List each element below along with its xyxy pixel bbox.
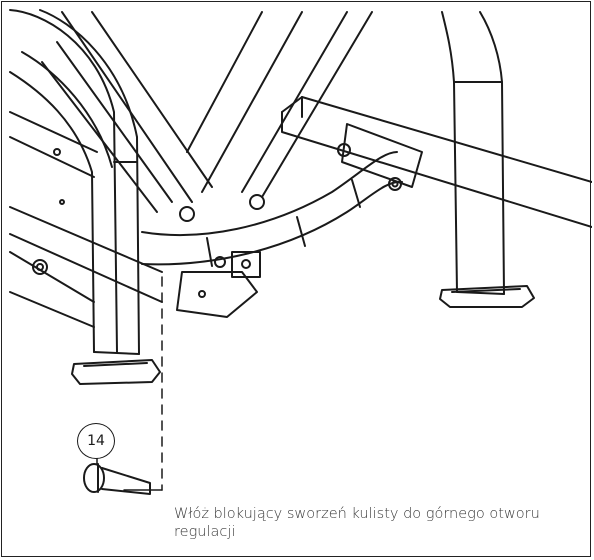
part-number-callout: 14 bbox=[77, 423, 115, 459]
insertion-guide-line bbox=[123, 276, 163, 491]
adjustment-bracket bbox=[176, 251, 261, 318]
instruction-line-2: regulacji bbox=[174, 524, 236, 540]
left-foot-plate bbox=[71, 359, 161, 385]
left-rail bbox=[9, 111, 163, 328]
right-upright bbox=[439, 11, 535, 308]
part-number-text: 14 bbox=[87, 433, 105, 449]
right-beam bbox=[281, 96, 592, 228]
instruction-line-1: Włóż blokujący sworzeń kulisty do górneg… bbox=[174, 506, 540, 522]
diagonal-beams bbox=[41, 11, 373, 213]
center-u-tube bbox=[141, 151, 403, 267]
instruction-caption: Włóż blokujący sworzeń kulisty do górneg… bbox=[174, 505, 574, 541]
ball-lock-pin-part bbox=[83, 463, 151, 495]
left-tube-frame bbox=[9, 9, 140, 355]
